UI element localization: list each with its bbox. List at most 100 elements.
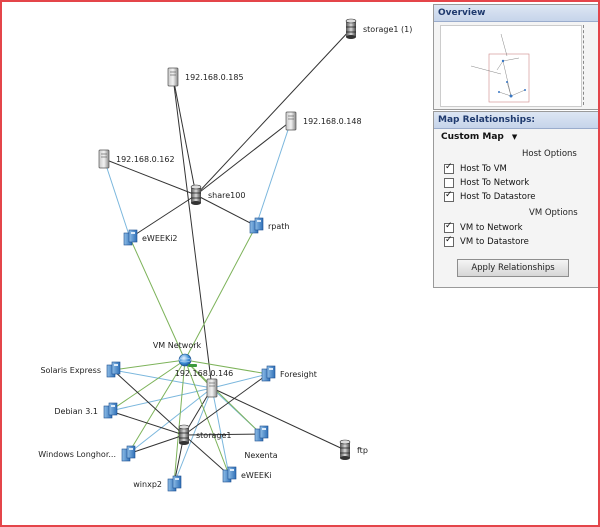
edge-host_185-share100 [172, 76, 197, 196]
node-debian[interactable]: Debian 3.1 [54, 402, 118, 419]
option-vm-to-datastore[interactable]: VM to Datastore [444, 235, 529, 247]
vm-icon [222, 466, 237, 483]
vm-to-network-checkbox[interactable] [444, 221, 454, 233]
apply-relationships-button[interactable]: Apply Relationships [457, 259, 569, 277]
node-label: eWEEKi [241, 471, 271, 480]
edge-host_146-foresight [211, 373, 269, 389]
vm-icon [121, 445, 136, 462]
edge-vm_network-longhorn [127, 359, 186, 455]
custom-map-dropdown[interactable]: Custom Map ▼ [441, 132, 517, 142]
host-to-datastore-checkbox[interactable] [444, 190, 454, 202]
edge-host_146-solaris [112, 369, 213, 389]
host-icon [167, 67, 179, 87]
node-label: ftp [357, 446, 368, 455]
option-host-to-datastore[interactable]: Host To Datastore [444, 190, 536, 202]
edge-host_146-winxp2 [173, 387, 213, 485]
edge-storage1-foresight [183, 373, 269, 436]
node-nexenta[interactable]: Nexenta [244, 425, 278, 460]
node-label: Debian 3.1 [54, 407, 98, 416]
vm-icon [254, 425, 269, 442]
host-icon [206, 378, 218, 398]
vm-icon [103, 402, 118, 419]
node-host-185[interactable]: 192.168.0.185 [167, 67, 244, 87]
edge-host_148-rpath [255, 120, 292, 227]
caret-down-icon: ▼ [511, 133, 518, 141]
edge-share100-eweeki2 [129, 194, 197, 239]
node-host-146[interactable]: 192.168.0.146 [175, 369, 234, 398]
node-label: VM Network [153, 341, 202, 350]
node-rpath[interactable]: rpath [249, 217, 289, 234]
node-label: Solaris Express [40, 366, 101, 375]
network-icon [178, 353, 197, 367]
edge-storage1-solaris [112, 369, 185, 436]
edge-storage1-debian [109, 410, 185, 436]
datastore-icon [178, 424, 190, 445]
option-host-to-vm[interactable]: Host To VM [444, 162, 507, 174]
node-storage1[interactable]: storage1 [178, 424, 231, 445]
edge-vm_network-solaris [112, 359, 186, 371]
edge-vm_network-eweeki [184, 359, 230, 476]
node-vm-network[interactable]: VM Network [153, 341, 202, 367]
node-label: 192.168.0.148 [303, 117, 362, 126]
node-label: eWEEKi2 [142, 234, 178, 243]
node-label: storage1 [196, 431, 231, 440]
node-longhorn[interactable]: Windows Longhor... [38, 445, 136, 462]
edge-share100-rpath [195, 194, 257, 227]
host-icon [285, 111, 297, 131]
host-to-network-checkbox[interactable] [444, 178, 454, 188]
node-eweeki[interactable]: eWEEKi [222, 466, 271, 483]
node-label: Nexenta [244, 451, 277, 460]
node-winxp2[interactable]: winxp2 [133, 475, 182, 492]
vm-to-datastore-checkbox[interactable] [444, 235, 454, 247]
node-solaris[interactable]: Solaris Express [40, 361, 121, 378]
node-host-148[interactable]: 192.168.0.148 [285, 111, 362, 131]
host-to-vm-checkbox[interactable] [444, 162, 454, 174]
node-label: 192.168.0.185 [185, 73, 244, 82]
datastore-icon [339, 439, 351, 460]
edge-vm_network-winxp2 [173, 359, 186, 485]
host-icon [98, 149, 110, 169]
edge-storage1-eweeki [183, 434, 230, 476]
option-host-to-network[interactable]: Host To Network [444, 178, 529, 188]
vm-icon [106, 361, 121, 378]
edge-vm_network-nexenta [184, 359, 262, 435]
edge-eweeki2-vm_network [129, 237, 186, 361]
overview-scrollbar[interactable] [583, 25, 592, 105]
vm-to-datastore-label: VM to Datastore [460, 237, 529, 247]
node-ftp[interactable]: ftp [339, 439, 368, 460]
map-relationships-title: Map Relationships: [434, 112, 598, 129]
vm-to-network-label: VM to Network [460, 223, 523, 233]
datastore-icon [345, 18, 357, 39]
relationship-edges [103, 28, 352, 485]
vm-options-label: VM Options [529, 208, 578, 218]
node-label: 192.168.0.162 [116, 155, 175, 164]
node-label: 192.168.0.146 [175, 369, 234, 378]
node-storage1-1[interactable]: storage1 (1) [345, 18, 412, 39]
edge-host_146-ftp [211, 387, 346, 451]
map-nodes: storage1 (1) 192.168.0.185 192.168.0.148 19… [38, 18, 412, 492]
host-options-label: Host Options [522, 149, 577, 159]
vm-icon [167, 475, 182, 492]
node-share100[interactable]: share100 [190, 184, 245, 205]
edge-vm_network-foresight [184, 359, 269, 375]
host-to-vm-label: Host To VM [460, 164, 507, 174]
node-label: Foresight [280, 370, 317, 379]
custom-map-label: Custom Map [441, 132, 504, 142]
node-host-162[interactable]: 192.168.0.162 [98, 149, 175, 169]
edge-storage1_1-share100 [195, 28, 352, 196]
edge-host_146-eweeki [211, 387, 230, 476]
node-foresight[interactable]: Foresight [261, 365, 317, 382]
edge-storage1-longhorn [127, 434, 185, 455]
overview-thumbnail[interactable] [440, 25, 582, 107]
edge-vm_network-debian [109, 359, 186, 412]
node-eweeki2[interactable]: eWEEKi2 [123, 229, 178, 246]
overview-panel: Overview [433, 4, 598, 110]
overview-minimap [470, 33, 530, 103]
edge-host_146-longhorn [127, 387, 213, 455]
node-label: Windows Longhor... [38, 450, 116, 459]
vm-icon [249, 217, 264, 234]
option-vm-to-network[interactable]: VM to Network [444, 221, 523, 233]
edge-host_162-eweeki2 [103, 158, 131, 239]
